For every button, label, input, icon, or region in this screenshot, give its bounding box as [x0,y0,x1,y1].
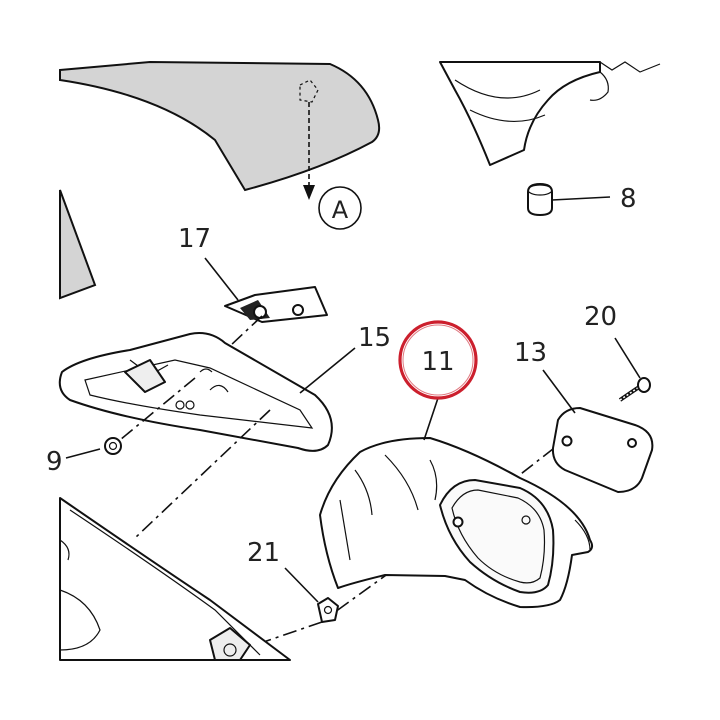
part-17-clip [204,257,328,323]
callout-13: 13 [514,338,547,368]
frame-section-top-right [439,61,661,166]
callout-20: 20 [584,302,617,332]
callout-8: 8 [620,184,637,214]
callout-15: 15 [358,323,391,353]
assembly-line-11-to-13 [457,437,568,524]
callout-9: 9 [46,447,63,477]
reference-marker-a: A [318,186,362,230]
part-11-highlight-ring [398,320,478,400]
assembly-line-17-to-15 [229,315,263,347]
part-13-plate [542,369,654,493]
reference-marker-label: A [332,196,349,224]
callout-17: 17 [178,224,211,254]
assembly-line-15-to-9 [119,377,196,441]
arrow-to-reference-a [303,102,315,200]
part-21-clip-nut [284,567,339,623]
lower-body-panel [59,497,291,661]
callout-11: 11 [421,347,454,377]
part-11-highlight-ring-inner [402,324,474,396]
part-8-bushing [527,183,611,216]
left-grey-wedge [59,189,97,300]
assembly-line-15-to-body [134,409,271,539]
upper-grey-panel [59,60,381,192]
part-9-nut [65,437,122,459]
callout-21: 21 [247,538,280,568]
part-20-screw [614,337,651,402]
part-11-cover [319,397,594,609]
part-15-bracket [58,332,356,452]
